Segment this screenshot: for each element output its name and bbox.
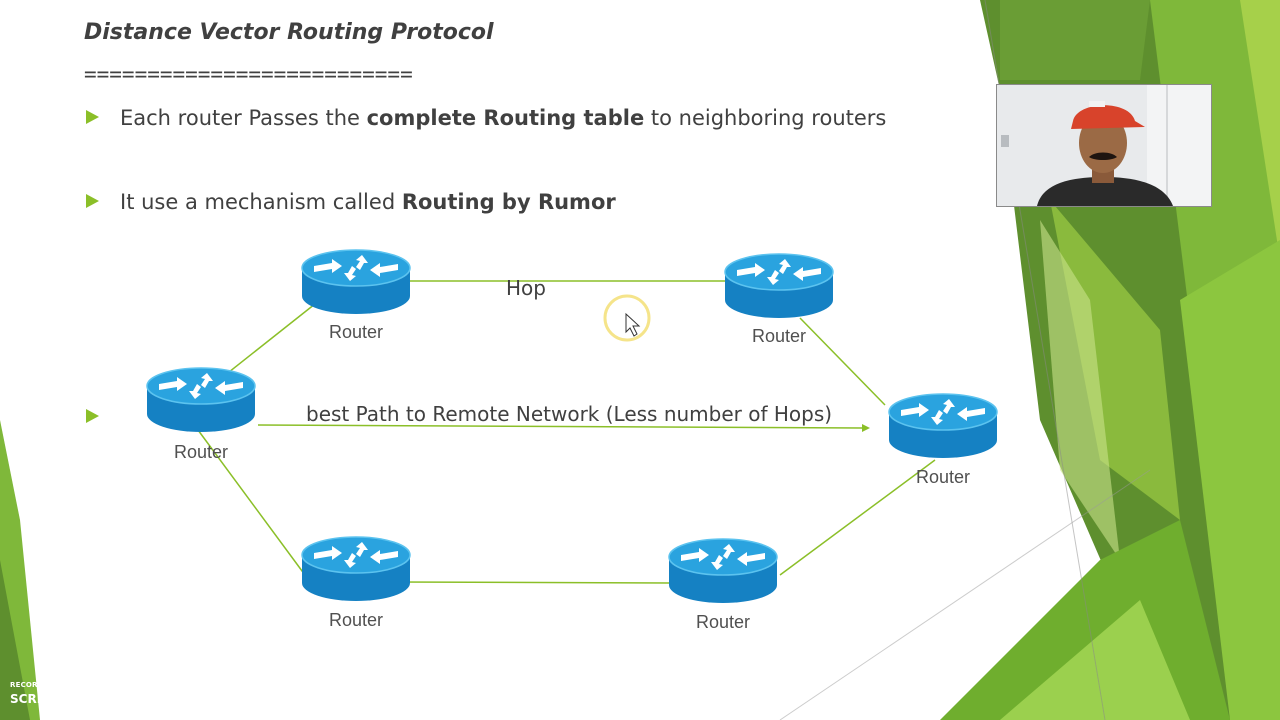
bullet-text-bold: Routing by Rumor — [401, 190, 616, 214]
bullet-text-pre: It use a mechanism called — [120, 190, 402, 214]
router-label-top-right: Router — [751, 326, 807, 346]
router-label-right: Router — [915, 467, 971, 487]
router-label-top-left: Router — [328, 322, 384, 342]
recorder-watermark: RECORDED WITH SCREENCAST MATIC — [10, 681, 160, 706]
bullet-arrow-icon — [86, 409, 99, 423]
bullet-text-pre: Each router Passes the — [120, 106, 367, 130]
highlight-ring-icon — [603, 294, 651, 342]
slide-title: Distance Vector Routing Protocol — [84, 20, 494, 45]
router-icon — [146, 367, 256, 433]
bullet-complete-routing-table: Each router Passes the complete Routing … — [86, 106, 887, 130]
bullet-routing-by-rumor: It use a mechanism called Routing by Rum… — [86, 190, 616, 214]
bullet-arrow-icon — [86, 194, 99, 208]
bullet-arrow-icon — [86, 110, 99, 124]
router-icon — [668, 538, 778, 604]
presenter-video — [997, 85, 1211, 206]
router-label-bottom-right: Router — [695, 612, 751, 632]
bullet-text-bold: complete Routing table — [366, 106, 645, 130]
router-icon — [724, 253, 834, 319]
router-label-left: Router — [173, 442, 229, 462]
bullet-text-post: to neighboring routers — [644, 106, 887, 130]
router-icon — [301, 536, 411, 602]
watermark-line1: RECORDED WITH — [10, 681, 80, 689]
router-icon — [888, 393, 998, 459]
webcam-overlay — [996, 84, 1212, 207]
best-path-label: best Path to Remote Network (Less number… — [306, 402, 833, 426]
title-underline: ========================== — [84, 62, 413, 86]
hop-label: Hop — [506, 276, 546, 300]
router-label-bottom-left: Router — [328, 610, 384, 630]
router-icon — [301, 249, 411, 315]
record-icon — [101, 692, 116, 706]
watermark-screencast: SCREENCAST — [10, 692, 99, 706]
connection-lines — [197, 280, 936, 584]
mouse-cursor-icon — [625, 312, 641, 337]
watermark-matic: MATIC — [118, 692, 160, 706]
